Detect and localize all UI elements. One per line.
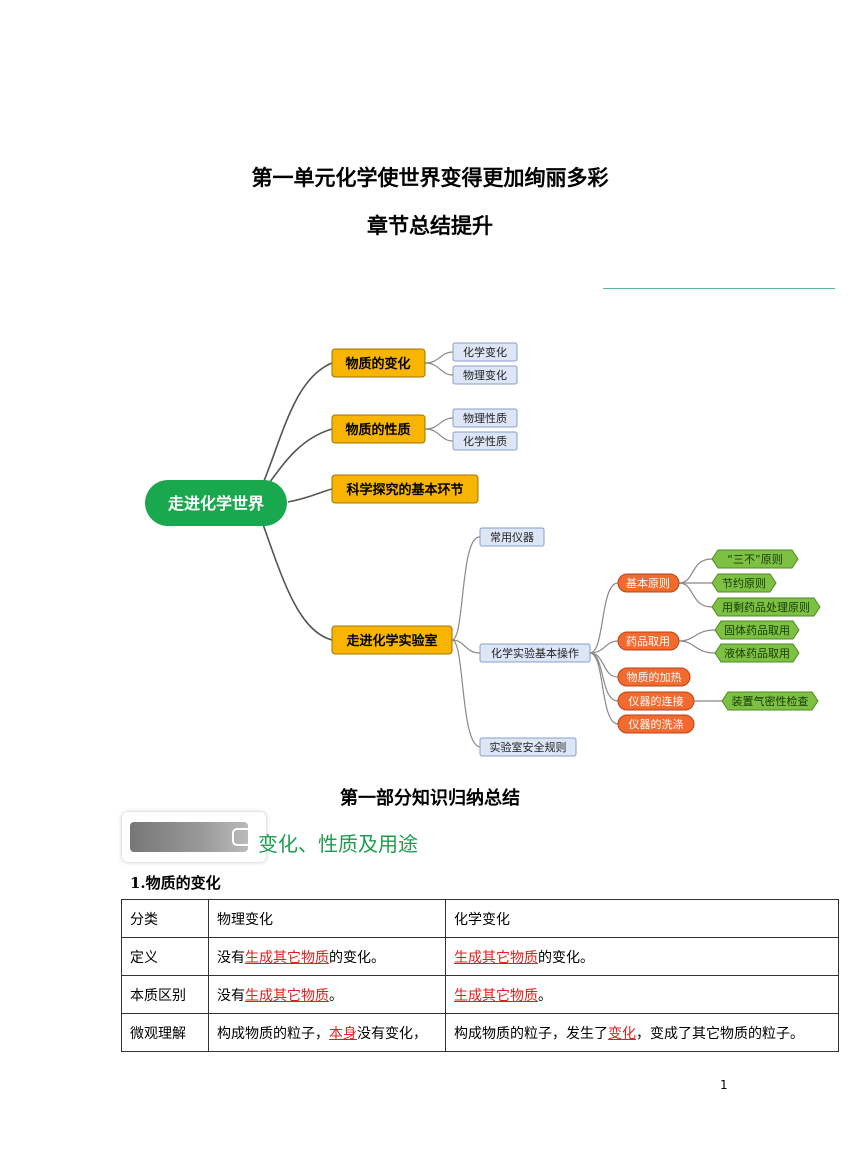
header-rule [603, 288, 835, 289]
mindmap-green-airtight [721, 691, 819, 711]
mindmap-green-saving-label: 节约原则 [722, 577, 766, 590]
cell-text: 没有 [217, 949, 245, 966]
mindmap-op-washing [617, 714, 695, 734]
table-cell: 生成其它物质的变化。 [445, 937, 839, 976]
mindmap-green-liquid-label: 液体药品取用 [724, 646, 790, 660]
mindmap-green-airtight-label: 装置气密性检查 [732, 694, 809, 708]
key-term: 生成其它物质 [245, 949, 329, 966]
section-heading: 变化、性质及用途 [258, 832, 418, 856]
table-header-cell: 化学变化 [445, 899, 839, 938]
row-label: 本质区别 [121, 975, 209, 1014]
mindmap-leaf-instruments-label: 常用仪器 [490, 531, 534, 544]
table-header-cell: 分类 [121, 899, 209, 938]
mindmap-leaf-chem-prop [452, 431, 518, 451]
mindmap-green-three-no-label: “三不”原则 [727, 553, 782, 566]
mindmap-leaf-instruments [479, 527, 545, 547]
cell-text: 的变化。 [329, 949, 385, 966]
cell-text: 没有 [217, 987, 245, 1004]
cell-text: 没有变化， [357, 1025, 427, 1042]
table-cell: 构成物质的粒子，本身没有变化， [208, 1013, 446, 1052]
mindmap-root-node [145, 480, 287, 526]
mindmap-root-label: 走进化学世界 [167, 494, 264, 513]
mindmap-op-heating [617, 667, 691, 687]
mindmap-leaf-safety-label: 实验室安全规则 [490, 740, 567, 754]
table-row: 本质区别 没有生成其它物质。 生成其它物质。 [121, 975, 839, 1014]
table-row: 定义 没有生成其它物质的变化。 生成其它物质的变化。 [121, 937, 839, 976]
table-cell: 没有生成其它物质的变化。 [208, 937, 446, 976]
document-title: 第一单元化学使世界变得更加绚丽多彩 [251, 165, 609, 190]
row-label: 定义 [121, 937, 209, 976]
mindmap-branch-lab [331, 625, 453, 655]
mindmap-leaf-phys-prop [452, 408, 518, 428]
cell-text: 。 [538, 987, 552, 1004]
table-row: 微观理解 构成物质的粒子，本身没有变化， 构成物质的粒子，发生了变化，变成了其它… [121, 1013, 839, 1052]
mindmap-branch-property [331, 414, 426, 444]
rounded-square-icon [232, 828, 252, 846]
mindmap-green-solid-label: 固体药品取用 [724, 623, 790, 637]
mindmap-branch-change-label: 物质的变化 [345, 356, 410, 372]
key-term: 生成其它物质 [245, 987, 329, 1004]
cell-text: 构成物质的粒子，发生了 [454, 1025, 608, 1042]
cell-text: 。 [329, 987, 343, 1004]
mindmap-op-washing-label: 仪器的洗涤 [629, 717, 684, 731]
key-term: 变化 [608, 1025, 636, 1042]
table-header-row: 分类 物理变化 化学变化 [121, 899, 839, 938]
mindmap-op-connecting [617, 691, 695, 711]
mindmap-branch-lab-label: 走进化学实验室 [346, 633, 437, 649]
mindmap-leaf-chem-change-label: 化学变化 [463, 345, 507, 359]
mindmap-green-solid [714, 620, 800, 640]
mindmap-leaf-safety [479, 737, 577, 757]
key-term: 生成其它物质 [454, 949, 538, 966]
cell-text: 构成物质的粒子， [217, 1025, 329, 1042]
mindmap-leaf-basic-ops-label: 化学实验基本操作 [491, 646, 579, 660]
mindmap-op-principles [617, 573, 680, 593]
mindmap-green-leftover-label: 用剩药品处理原则 [722, 601, 810, 614]
mindmap-branch-inquiry [331, 474, 479, 504]
key-term: 本身 [329, 1025, 357, 1042]
table-header-cell: 物理变化 [208, 899, 446, 938]
mindmap-op-taking-label: 药品取用 [626, 635, 670, 648]
mindmap-op-connecting-label: 仪器的连接 [629, 694, 684, 708]
mindmap-leaf-chem-change [452, 342, 518, 362]
mindmap-leaf-phys-prop-label: 物理性质 [463, 411, 507, 425]
key-term: 生成其它物质 [454, 987, 538, 1004]
mindmap-branch-change [331, 348, 426, 378]
mindmap-leaf-phys-change-label: 物理变化 [463, 368, 507, 382]
mindmap-leaf-chem-prop-label: 化学性质 [463, 434, 507, 448]
mindmap-op-taking [617, 631, 680, 651]
document-subtitle: 章节总结提升 [367, 213, 493, 238]
mindmap-green-saving [711, 573, 777, 593]
table-cell: 没有生成其它物质。 [208, 975, 446, 1014]
mindmap-leaf-phys-change [452, 365, 518, 385]
mindmap-green-leftover [711, 597, 821, 617]
cell-text: 的变化。 [538, 949, 594, 966]
page-number: 1 [720, 1078, 728, 1092]
change-comparison-table: 分类 物理变化 化学变化 定义 没有生成其它物质的变化。 生成其它物质的变化。 … [121, 899, 839, 1052]
blurred-region [130, 822, 248, 852]
row-label: 微观理解 [121, 1013, 209, 1052]
mindmap-op-heating-label: 物质的加热 [627, 670, 682, 684]
mindmap-op-principles-label: 基本原则 [626, 576, 670, 590]
table-cell: 生成其它物质。 [445, 975, 839, 1014]
part-title: 第一部分知识归纳总结 [340, 788, 520, 809]
blurred-overlay-badge [122, 812, 266, 862]
mindmap-branch-inquiry-label: 科学探究的基本环节 [346, 482, 463, 498]
cell-text: ，变成了其它物质的粒子。 [636, 1025, 804, 1042]
mind-map: 走进化学世界 物质的变化 物质的性质 科学探究的基本环节 走进化学实验室 化学变… [145, 342, 821, 757]
mindmap-green-three-no [711, 549, 799, 569]
mindmap-leaf-basic-ops [479, 643, 591, 663]
sub-heading: 1.物质的变化 [130, 874, 221, 892]
mindmap-green-liquid [714, 643, 800, 663]
mindmap-branch-property-label: 物质的性质 [345, 422, 410, 438]
table-cell: 构成物质的粒子，发生了变化，变成了其它物质的粒子。 [445, 1013, 839, 1052]
